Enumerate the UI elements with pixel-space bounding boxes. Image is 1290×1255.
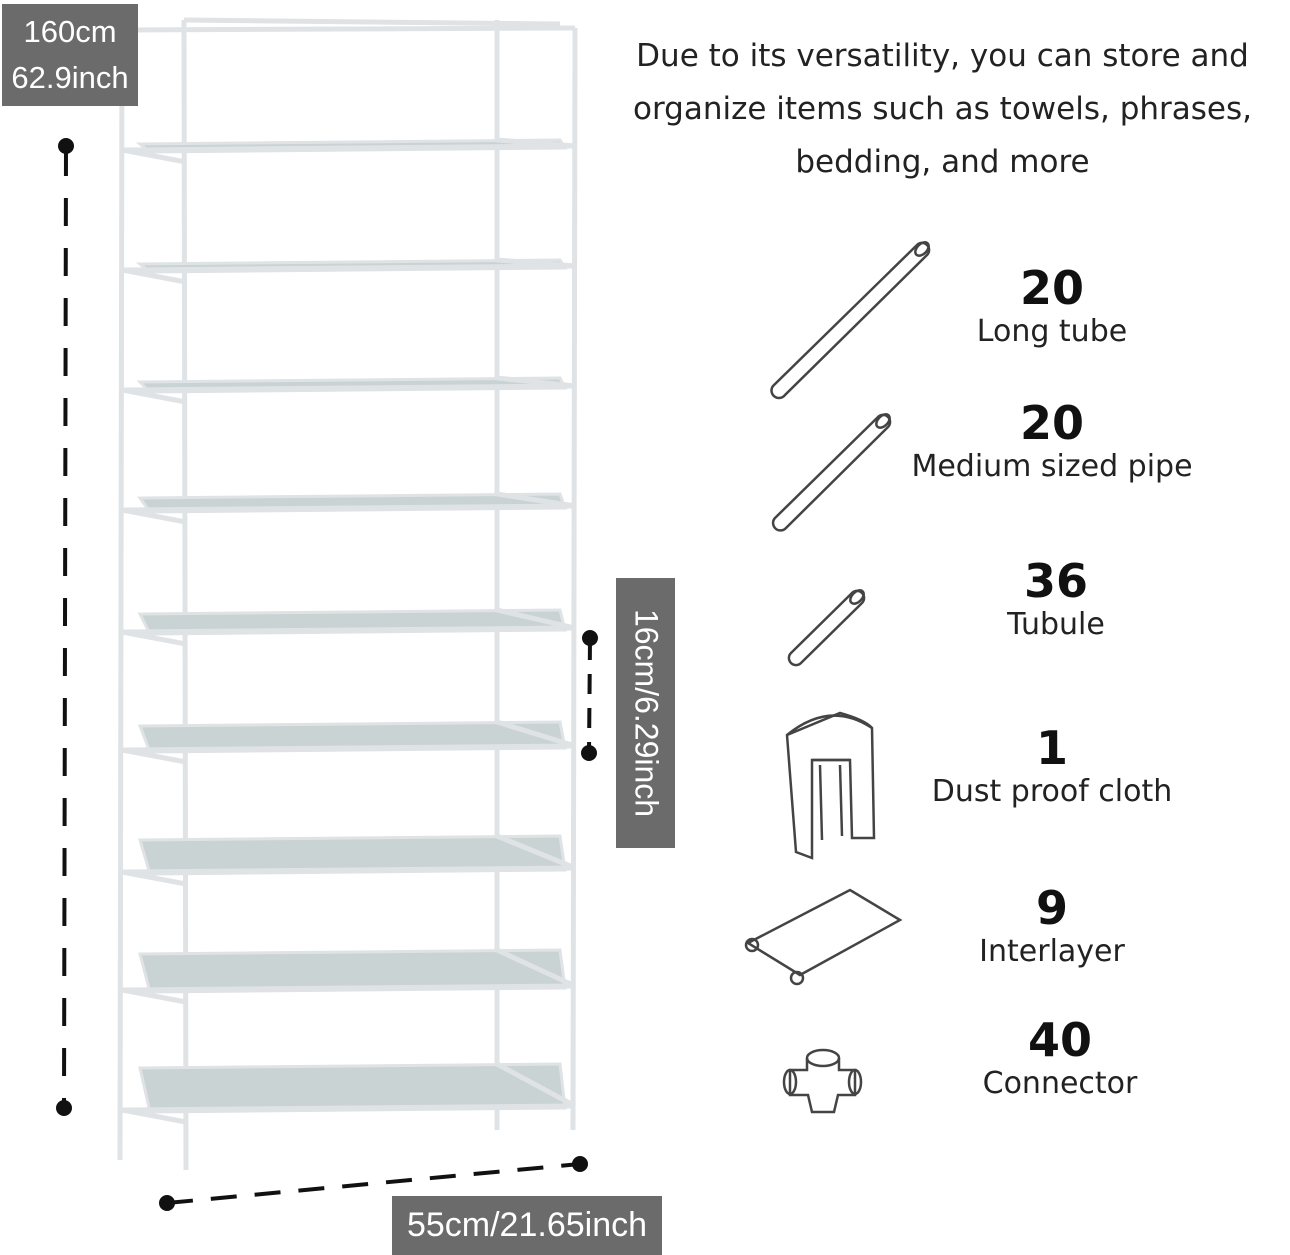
part-name: Dust proof cloth [931, 774, 1173, 809]
rack-top-bar [183, 17, 561, 27]
part-name: Tubule [1007, 607, 1105, 642]
shelf-side-bar [121, 507, 187, 525]
shelf-side-bar [496, 257, 576, 269]
connector-icon [782, 1048, 863, 1114]
height-inch: 62.9inch [11, 60, 129, 95]
shelf-front-bar [121, 503, 576, 513]
intro-text: Due to its versatility, you can store an… [632, 38, 1252, 180]
shelf-side-bar [121, 267, 187, 285]
height-dimension-line [56, 138, 74, 1116]
shelf-front-bar [121, 383, 576, 393]
width-dimension-line [159, 1156, 588, 1211]
part-count: 36 [1023, 554, 1088, 608]
shelf-spacing-label: 16cm/6.29inch [616, 578, 675, 848]
part-name: Long tube [976, 314, 1128, 349]
rack-post [117, 29, 125, 1161]
part-count: 20 [1019, 396, 1084, 450]
shelf-front-bar [121, 625, 576, 635]
shelf-side-bar [496, 607, 576, 631]
shoe-rack [117, 17, 578, 1171]
long-tube-icon [770, 241, 931, 400]
shelf-spacing-line [581, 630, 598, 761]
shelf-side-bar [121, 387, 187, 405]
shelf-front-bar [121, 743, 576, 753]
shelf-side-bar [496, 491, 576, 509]
part-name: Medium sized pipe [911, 449, 1193, 484]
part-count: 20 [1019, 261, 1084, 315]
rack-post [181, 19, 189, 1171]
shelf-side-bar [495, 1061, 577, 1109]
shelf-front-bar [121, 143, 576, 153]
rack-post [570, 27, 578, 1131]
height-label: 160cm 62.9inch [2, 4, 138, 106]
shelf-front-bar [121, 1103, 576, 1113]
shelf-side-bar [496, 137, 576, 149]
shelf-side-bar [496, 375, 576, 389]
shelf-side-bar [121, 629, 187, 647]
part-count: 1 [1035, 721, 1068, 775]
shelf-side-bar [496, 719, 576, 749]
shelf-side-bar [121, 987, 187, 1005]
width-label: 55cm/21.65inch [392, 1196, 662, 1255]
rack-top-bar [121, 25, 576, 33]
shelf-side-bar [496, 833, 576, 871]
part-count: 40 [1027, 1013, 1092, 1067]
part-name: Interlayer [979, 934, 1125, 969]
shelf-side-bar [121, 869, 187, 887]
medium-pipe-icon [771, 413, 892, 532]
dust-cover-icon [785, 711, 876, 860]
tubule-icon [787, 589, 866, 667]
part-count: 9 [1035, 881, 1068, 935]
part-name: Connector [982, 1066, 1138, 1101]
shelf-side-bar [121, 1107, 187, 1125]
shelf-side-bar [121, 747, 187, 765]
height-cm: 160cm [23, 14, 117, 49]
shelf-front-bar [121, 263, 576, 273]
shelf-side-bar [495, 947, 577, 989]
shelf-front-bar [121, 983, 576, 993]
shelf-spacing-text: 16cm/6.29inch [628, 608, 664, 818]
shelf-side-bar [121, 147, 187, 165]
shelf-front-bar [121, 865, 576, 875]
interlayer-icon [744, 888, 903, 986]
